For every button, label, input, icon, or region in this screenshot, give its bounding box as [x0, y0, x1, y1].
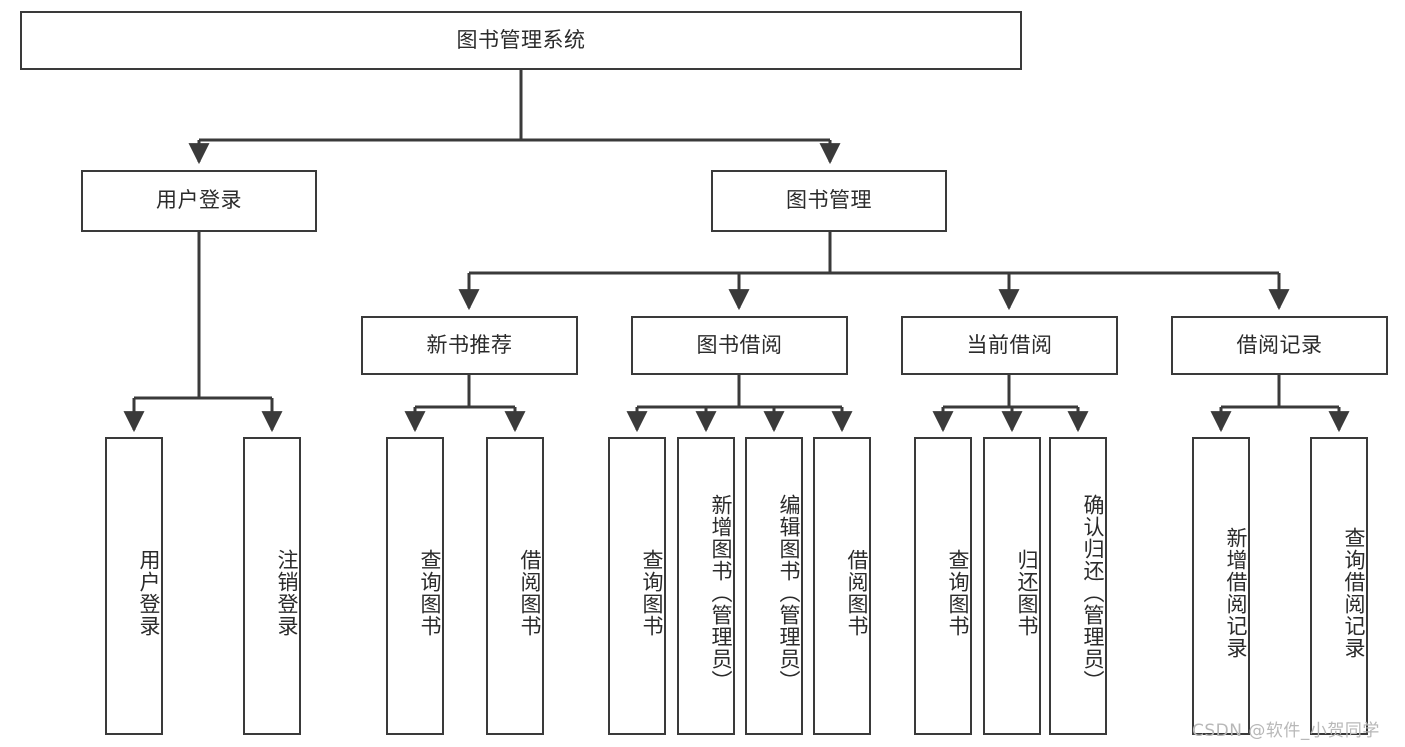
node-leaf-user-login-label: 用户登录 — [137, 549, 161, 637]
node-book-manage-label: 图书管理 — [786, 188, 872, 213]
node-leaf-user-login[interactable]: 用户登录 — [105, 437, 163, 735]
node-leaf-confirm-return-label: 确认归还（管理员） — [1081, 494, 1105, 692]
node-leaf-confirm-return[interactable]: 确认归还（管理员） — [1049, 437, 1107, 735]
node-book-borrow-label: 图书借阅 — [696, 332, 783, 357]
node-book-borrow[interactable]: 图书借阅 — [631, 316, 848, 375]
node-leaf-query-book-2-label: 查询图书 — [640, 549, 664, 637]
node-leaf-query-record[interactable]: 查询借阅记录 — [1310, 437, 1368, 735]
node-leaf-add-book-label: 新增图书（管理员） — [709, 494, 733, 692]
node-book-manage[interactable]: 图书管理 — [711, 170, 947, 232]
node-leaf-return-book[interactable]: 归还图书 — [983, 437, 1041, 735]
node-leaf-edit-book[interactable]: 编辑图书（管理员） — [745, 437, 803, 735]
node-leaf-query-book-3-label: 查询图书 — [946, 549, 970, 637]
node-leaf-query-book-1-label: 查询图书 — [418, 549, 442, 637]
node-leaf-query-book-2[interactable]: 查询图书 — [608, 437, 666, 735]
node-leaf-borrow-book-2-label: 借阅图书 — [845, 549, 869, 637]
node-leaf-edit-book-label: 编辑图书（管理员） — [777, 494, 801, 692]
node-new-book-recommend[interactable]: 新书推荐 — [361, 316, 578, 375]
node-current-borrow[interactable]: 当前借阅 — [901, 316, 1118, 375]
node-new-book-recommend-label: 新书推荐 — [426, 332, 513, 357]
node-leaf-user-logout[interactable]: 注销登录 — [243, 437, 301, 735]
node-leaf-borrow-book-1-label: 借阅图书 — [518, 549, 542, 637]
node-leaf-query-book-1[interactable]: 查询图书 — [386, 437, 444, 735]
node-borrow-record[interactable]: 借阅记录 — [1171, 316, 1388, 375]
node-leaf-add-record[interactable]: 新增借阅记录 — [1192, 437, 1250, 735]
node-root-label: 图书管理系统 — [456, 27, 586, 52]
node-leaf-add-book[interactable]: 新增图书（管理员） — [677, 437, 735, 735]
node-leaf-borrow-book-2[interactable]: 借阅图书 — [813, 437, 871, 735]
node-borrow-record-label: 借阅记录 — [1236, 332, 1323, 357]
node-current-borrow-label: 当前借阅 — [966, 332, 1053, 357]
node-leaf-add-record-label: 新增借阅记录 — [1224, 527, 1248, 659]
node-user-login[interactable]: 用户登录 — [81, 170, 317, 232]
node-leaf-query-book-3[interactable]: 查询图书 — [914, 437, 972, 735]
node-user-login-label: 用户登录 — [156, 188, 242, 213]
node-root[interactable]: 图书管理系统 — [20, 11, 1022, 70]
node-leaf-borrow-book-1[interactable]: 借阅图书 — [486, 437, 544, 735]
node-leaf-user-logout-label: 注销登录 — [275, 549, 299, 637]
node-leaf-return-book-label: 归还图书 — [1015, 549, 1039, 637]
node-leaf-query-record-label: 查询借阅记录 — [1342, 527, 1366, 659]
